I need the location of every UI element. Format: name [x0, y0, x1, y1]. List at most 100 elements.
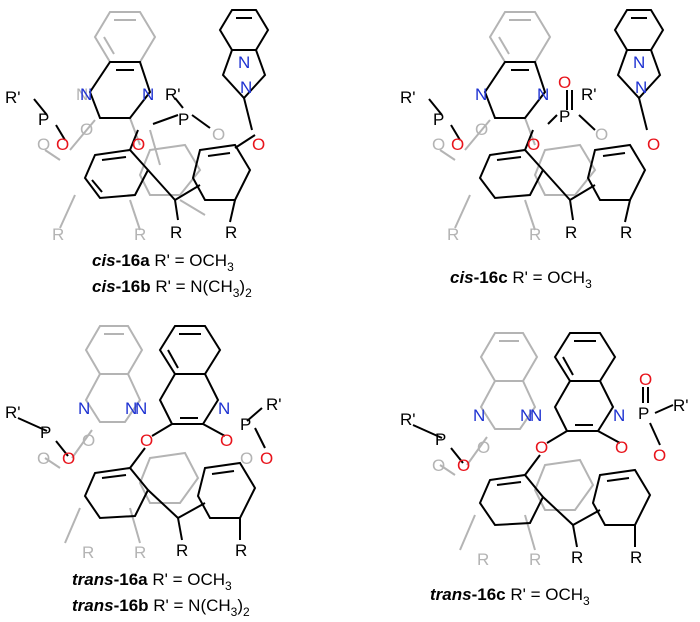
caption-compound: -16a — [114, 570, 149, 589]
atom-o: O — [260, 449, 273, 468]
caption-trans-16c: trans-16c R' = OCH3 — [430, 585, 590, 608]
atom-p: P — [178, 110, 189, 129]
caption-text-tail: ) — [239, 277, 245, 296]
caption-text: R' = OCH — [508, 268, 585, 287]
caption-compound: -16a — [116, 251, 151, 270]
atom-o: O — [615, 438, 628, 457]
caption-stereo: trans — [72, 596, 114, 615]
captions: cis-16a R' = OCH3 cis-16b R' = N(CH3)2 c… — [72, 251, 592, 619]
atom-n: N — [520, 406, 532, 425]
atom-n: N — [240, 78, 252, 97]
atom-o: O — [432, 456, 445, 475]
atom-p: P — [559, 107, 570, 126]
caption-text-tail: ) — [237, 596, 243, 615]
caption-subscript: 2 — [245, 286, 252, 300]
caption-trans-16a: trans-16a R' = OCH3 — [72, 570, 232, 593]
atom-o: O — [457, 456, 470, 475]
atom-rprime: R' — [400, 88, 416, 107]
caption-stereo: trans — [72, 570, 114, 589]
caption-cis-16b: cis-16b R' = N(CH3)2 — [92, 277, 252, 300]
caption-stereo: cis — [92, 277, 116, 296]
atom-o: O — [240, 449, 253, 468]
caption-subscript: 2 — [243, 605, 250, 619]
atom-p: P — [40, 423, 51, 442]
atom-r: R — [529, 550, 541, 569]
caption-compound: -16c — [474, 268, 508, 287]
atom-rprime: R' — [266, 395, 282, 414]
atom-o: O — [527, 135, 540, 154]
foreground-bonds — [17, 325, 266, 541]
atom-r: R — [235, 541, 247, 560]
caption-compound: -16b — [116, 277, 151, 296]
atom-n: N — [125, 399, 137, 418]
atom-o: O — [212, 125, 225, 144]
atom-o: O — [252, 135, 265, 154]
caption-subscript: 3 — [233, 286, 240, 300]
caption-cis-16a: cis-16a R' = OCH3 — [92, 251, 234, 274]
atom-o: O — [432, 135, 445, 154]
molecule-trans-16c: N N N N R' P O P R' O O O O O O R R R R — [400, 332, 689, 569]
caption-cis-16c: cis-16c R' = OCH3 — [450, 268, 592, 291]
atom-o: O — [56, 135, 69, 154]
caption-text: R' = OCH — [506, 585, 583, 604]
atom-r: R — [565, 223, 577, 242]
atom-o: O — [535, 438, 548, 457]
atom-o: O — [639, 370, 652, 389]
caption-subscript: 3 — [231, 605, 238, 619]
atom-r: R — [620, 223, 632, 242]
atom-r: R — [170, 223, 182, 242]
caption-text: R' = N(CH — [149, 596, 231, 615]
atom-o: O — [80, 120, 93, 139]
atom-n: N — [218, 399, 230, 418]
atom-r: R — [447, 225, 459, 244]
background-bonds — [439, 332, 595, 551]
foreground-bonds — [428, 9, 665, 223]
atom-o: O — [653, 446, 666, 465]
atom-o: O — [647, 135, 660, 154]
caption-stereo: cis — [450, 268, 474, 287]
atom-n: N — [613, 406, 625, 425]
atom-n: N — [475, 85, 487, 104]
atom-rprime: R' — [581, 85, 597, 104]
background-bonds — [44, 325, 200, 544]
atom-o: O — [140, 431, 153, 450]
atom-o: O — [595, 125, 608, 144]
atom-n: N — [238, 53, 250, 72]
foreground-bonds — [412, 332, 674, 548]
atom-r: R — [134, 225, 146, 244]
caption-trans-16b: trans-16b R' = N(CH3)2 — [72, 596, 250, 619]
caption-stereo: trans — [430, 585, 472, 604]
atom-n: N — [78, 399, 90, 418]
caption-compound: -16b — [114, 596, 149, 615]
atom-labels: N N N N R' P R' P O O O O O O O R R R R — [400, 53, 660, 244]
atom-o: O — [558, 73, 571, 92]
atom-o: O — [82, 431, 95, 450]
atom-p: P — [433, 110, 444, 129]
atom-o: O — [62, 449, 75, 468]
caption-text: R' = OCH — [148, 570, 225, 589]
background-bonds — [439, 11, 597, 231]
molecule-trans-16a-16b: N N N N R' P R' P O O O O O O O R R R R — [5, 325, 282, 562]
atom-rprime: R' — [5, 88, 21, 107]
atom-labels: N N N N N R' P R' P O O O O O O R R R R — [5, 53, 265, 244]
atom-rprime: R' — [165, 85, 181, 104]
atom-p: P — [638, 404, 649, 423]
atom-r: R — [571, 548, 583, 567]
atom-rprime: R' — [5, 403, 21, 422]
atom-r: R — [82, 543, 94, 562]
atom-r: R — [176, 541, 188, 560]
atom-r: R — [477, 550, 489, 569]
atom-n: N — [473, 406, 485, 425]
caption-subscript: 3 — [583, 594, 590, 608]
atom-rprime: R' — [673, 396, 689, 415]
molecule-cis-16a-16b: N N N N N R' P R' P O O O O O O R R R R — [5, 9, 270, 244]
atom-o: O — [475, 120, 488, 139]
caption-subscript: 3 — [227, 260, 234, 274]
caption-text: R' = N(CH — [151, 277, 233, 296]
atom-rprime: R' — [400, 410, 416, 429]
atom-p: P — [240, 415, 251, 434]
atom-p: P — [38, 110, 49, 129]
background-bonds — [44, 11, 206, 231]
atom-labels: N N N N R' P R' P O O O O O O O R R R R — [5, 395, 282, 562]
